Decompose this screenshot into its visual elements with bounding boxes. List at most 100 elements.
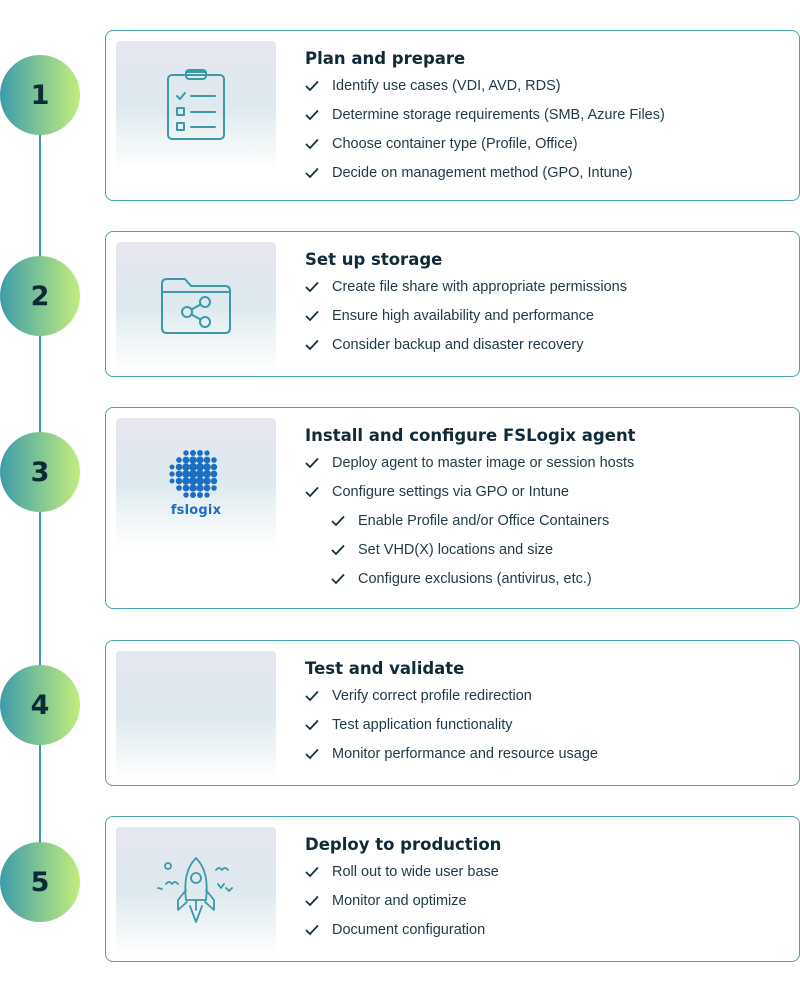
list-item: Ensure high availability and performance bbox=[305, 301, 789, 330]
step-number: 3 bbox=[30, 456, 50, 488]
globe-dot bbox=[176, 457, 182, 463]
check-icon bbox=[305, 866, 319, 877]
list-item: Identify use cases (VDI, AVD, RDS) bbox=[305, 71, 789, 100]
check-icon bbox=[331, 573, 345, 584]
globe-dot bbox=[182, 477, 190, 485]
globe-dot bbox=[210, 470, 218, 478]
globe-dot bbox=[190, 450, 196, 456]
step-number-circle: 4 bbox=[0, 665, 80, 745]
globe-dot bbox=[203, 470, 211, 478]
globe-dot bbox=[188, 476, 198, 486]
fslogix-logo: fslogix bbox=[166, 446, 226, 518]
globe-dot bbox=[197, 450, 203, 456]
globe-dot bbox=[195, 476, 205, 486]
globe-dot bbox=[203, 477, 211, 485]
globe-dot bbox=[175, 477, 183, 485]
step-card-plan: Plan and prepare Identify use cases (VDI… bbox=[105, 30, 800, 201]
list-item: Create file share with appropriate permi… bbox=[305, 272, 789, 301]
globe-dot bbox=[183, 492, 189, 498]
sub-list-item: Configure exclusions (antivirus, etc.) bbox=[305, 564, 789, 593]
step-title: Plan and prepare bbox=[305, 49, 466, 68]
step-number-circle: 2 bbox=[0, 256, 80, 336]
globe-dot bbox=[196, 484, 204, 492]
list-item: Monitor performance and resource usage bbox=[305, 739, 789, 768]
step-number: 1 bbox=[30, 79, 50, 111]
globe-dot bbox=[211, 485, 217, 491]
globe-dot bbox=[203, 484, 211, 492]
globe-dot bbox=[196, 456, 204, 464]
globe-dot bbox=[189, 456, 197, 464]
step-thumbnail bbox=[116, 242, 276, 370]
check-icon bbox=[305, 690, 319, 701]
step-card-test: Test and validate Verify correct profile… bbox=[105, 640, 800, 786]
step-card-deploy: Deploy to production Roll out to wide us… bbox=[105, 816, 800, 962]
step-number-circle: 5 bbox=[0, 842, 80, 922]
sub-list-item: Enable Profile and/or Office Containers bbox=[305, 506, 789, 535]
step-thumbnail bbox=[116, 651, 276, 779]
globe-dot bbox=[183, 450, 189, 456]
globe-dot bbox=[210, 463, 218, 471]
step-title: Set up storage bbox=[305, 250, 443, 269]
step-number: 4 bbox=[30, 689, 50, 721]
step-thumbnail bbox=[116, 827, 276, 955]
globe-dot bbox=[169, 478, 175, 484]
check-icon bbox=[305, 109, 319, 120]
check-icon bbox=[305, 310, 319, 321]
globe-dot bbox=[188, 462, 198, 472]
globe-dot bbox=[182, 456, 190, 464]
list-item: Choose container type (Profile, Office) bbox=[305, 129, 789, 158]
globe-dot bbox=[203, 463, 211, 471]
globe-dot bbox=[195, 462, 205, 472]
globe-dot bbox=[188, 469, 198, 479]
list-item: Decide on management method (GPO, Intune… bbox=[305, 158, 789, 187]
step-title: Install and configure FSLogix agent bbox=[305, 426, 636, 445]
check-icon bbox=[305, 486, 319, 497]
step-number: 5 bbox=[30, 866, 50, 898]
step-card-fslogix: fslogix Install and configure FSLogix ag… bbox=[105, 407, 800, 609]
globe-dot bbox=[182, 470, 190, 478]
check-icon bbox=[305, 719, 319, 730]
step-thumbnail bbox=[116, 41, 276, 169]
check-icon bbox=[305, 281, 319, 292]
fslogix-logo-text: fslogix bbox=[170, 503, 222, 518]
step-thumbnail: fslogix bbox=[116, 418, 276, 546]
globe-dot bbox=[211, 457, 217, 463]
globe-dot bbox=[210, 477, 218, 485]
globe-dot bbox=[169, 471, 175, 477]
check-icon bbox=[305, 80, 319, 91]
list-item: Roll out to wide user base bbox=[305, 857, 789, 886]
globe-dot bbox=[195, 469, 205, 479]
globe-dot bbox=[176, 485, 182, 491]
globe-dot bbox=[169, 464, 175, 470]
list-item: Configure settings via GPO or Intune bbox=[305, 477, 789, 506]
globe-dot bbox=[204, 450, 210, 456]
step-number-circle: 3 bbox=[0, 432, 80, 512]
step-number: 2 bbox=[30, 280, 50, 312]
globe-dot bbox=[175, 463, 183, 471]
check-icon bbox=[305, 895, 319, 906]
globe-dot bbox=[189, 484, 197, 492]
globe-dot bbox=[203, 456, 211, 464]
check-icon bbox=[331, 544, 345, 555]
globe-dot bbox=[197, 492, 203, 498]
clipboard-checklist-icon bbox=[167, 69, 225, 140]
list-item: Monitor and optimize bbox=[305, 886, 789, 915]
shared-folder-icon bbox=[161, 278, 231, 334]
check-icon bbox=[305, 167, 319, 178]
check-icon bbox=[305, 457, 319, 468]
check-icon bbox=[305, 339, 319, 350]
step-number-circle: 1 bbox=[0, 55, 80, 135]
sub-list-item: Set VHD(X) locations and size bbox=[305, 535, 789, 564]
globe-dot bbox=[182, 484, 190, 492]
rocket-icon bbox=[157, 857, 233, 923]
globe-dot bbox=[175, 470, 183, 478]
globe-dot bbox=[204, 492, 210, 498]
step-title: Test and validate bbox=[305, 659, 465, 678]
fslogix-globe-icon bbox=[169, 450, 218, 498]
check-icon bbox=[305, 748, 319, 759]
step-card-storage: Set up storage Create file share with ap… bbox=[105, 231, 800, 377]
check-icon bbox=[331, 515, 345, 526]
list-item: Document configuration bbox=[305, 915, 789, 944]
list-item: Determine storage requirements (SMB, Azu… bbox=[305, 100, 789, 129]
check-icon bbox=[305, 138, 319, 149]
